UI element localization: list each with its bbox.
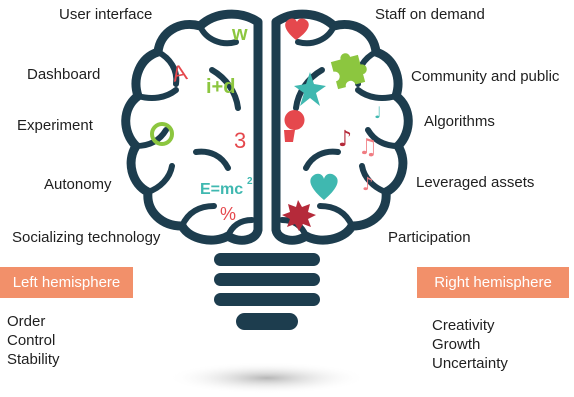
- right-hemisphere-badge: Right hemisphere: [417, 267, 569, 298]
- music-note-teal-icon: ♪: [362, 174, 374, 195]
- trait-control: Control: [7, 332, 56, 349]
- trait-order: Order: [7, 313, 46, 330]
- trait-growth: Growth: [432, 336, 481, 353]
- trait-creativity: Creativity: [432, 317, 495, 334]
- ring-symbol: [150, 122, 174, 146]
- heart-icon: [285, 18, 309, 40]
- lightbulb-icon: [284, 110, 305, 142]
- right-traits-list: Creativity Growth Uncertainty: [432, 316, 508, 373]
- label-staff-on-demand: Staff on demand: [375, 6, 485, 23]
- heart-teal-icon: [310, 173, 338, 200]
- starfish-icon: [294, 72, 326, 106]
- bulb-base: [214, 253, 320, 330]
- music-note-red-icon: ♪: [338, 127, 352, 152]
- label-socializing-technology: Socializing technology: [12, 229, 161, 246]
- label-algorithms: Algorithms: [424, 113, 495, 130]
- puzzle-icon: [330, 53, 367, 90]
- letter-a-symbol: A: [170, 59, 190, 87]
- left-traits-list: Order Control Stability: [7, 312, 60, 369]
- sum-symbol: i+d: [206, 76, 235, 98]
- label-user-interface: User interface: [59, 6, 153, 23]
- formula-symbol: E=mc: [200, 181, 243, 198]
- digit-3-symbol: 3: [234, 128, 246, 153]
- percent-symbol: %: [220, 204, 236, 224]
- label-autonomy: Autonomy: [44, 176, 112, 193]
- left-hemisphere-badge: Left hemisphere: [0, 267, 133, 298]
- left-folds: [133, 23, 255, 239]
- label-leveraged-assets: Leveraged assets: [416, 174, 535, 191]
- burst-icon: [282, 200, 316, 231]
- trait-uncertainty: Uncertainty: [432, 355, 508, 372]
- label-dashboard: Dashboard: [27, 66, 101, 83]
- label-community-and-public: Community and public: [411, 68, 560, 85]
- music-notes-pink-icon: ♫: [358, 135, 378, 160]
- formula-exponent: 2: [247, 176, 253, 187]
- trait-stability: Stability: [7, 351, 60, 368]
- bulb-shadow: [167, 362, 367, 394]
- music-note-small-icon: ♩: [374, 103, 382, 122]
- letter-w-symbol: w: [231, 23, 248, 45]
- label-experiment: Experiment: [17, 117, 93, 134]
- label-participation: Participation: [388, 229, 471, 246]
